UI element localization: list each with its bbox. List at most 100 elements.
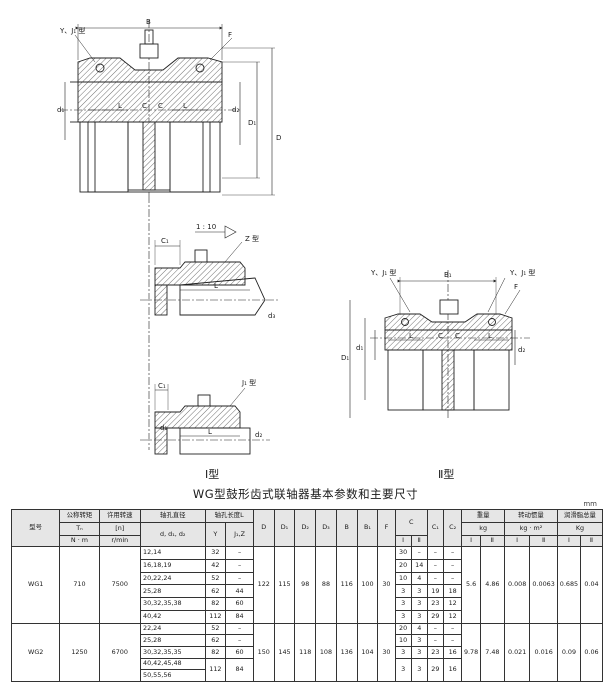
header-torque: 公称转矩 xyxy=(59,509,100,523)
cell-c-i: 3 xyxy=(394,584,412,599)
cell-speed: 6700 xyxy=(98,622,142,682)
header-d2: D₂ xyxy=(294,509,317,547)
cell-c-ii: 3 xyxy=(410,584,428,599)
taper-label: 1 : 10 xyxy=(196,223,216,231)
cell-len-jz: – xyxy=(225,622,254,636)
cell-c1: – xyxy=(426,558,444,573)
cell-len-jz: – xyxy=(225,634,254,647)
z-type-label: Z 型 xyxy=(245,234,259,243)
table-row: 30,32,35,38 82 60 3 3 23 12 xyxy=(12,597,603,611)
cell-len-y: 82 xyxy=(204,597,227,611)
cell-c1: 29 xyxy=(426,609,444,624)
header-inertia-unit: kg · m² xyxy=(503,522,558,536)
header-b: B xyxy=(335,509,358,547)
cell-c-i: 3 xyxy=(394,609,412,624)
cell-len-y: 52 xyxy=(204,571,227,586)
header-c1: C₁ xyxy=(426,509,444,547)
table-row: 16,18,19 42 – 20 14 – – xyxy=(12,558,603,573)
spec-table: 型号 公称转矩 许用转速 轴孔直径 轴孔长度L D D₁ D₂ D₃ B B₁ … xyxy=(10,509,604,682)
header-grease-ii: Ⅱ xyxy=(579,535,604,547)
header-len-j: J₁,Z xyxy=(225,522,254,547)
y-j1-label-ii-right: Y、J₁ 型 xyxy=(509,268,535,277)
cell-c-i: 3 xyxy=(394,645,412,659)
cell-len-jz: 60 xyxy=(225,645,254,659)
header-grease: 润滑脂总量 xyxy=(556,509,604,523)
table-row: 50,55,56 xyxy=(12,669,603,682)
y-j1-label: Y、J₁ 型 xyxy=(59,26,85,35)
cell-bore: 22,24 xyxy=(140,622,206,636)
cell-bore: 40,42,45,48 xyxy=(140,657,206,671)
cell-grease-ii: 0.04 xyxy=(579,546,604,624)
cell-c1: 19 xyxy=(426,584,444,599)
cell-grease-i: 0.09 xyxy=(556,622,581,682)
fig-ii-caption: Ⅱ型 xyxy=(438,467,454,481)
dim-d1-label-ii: D₁ xyxy=(341,354,349,362)
cell-len-y: 52 xyxy=(204,622,227,636)
cell-inertia-i: 0.008 xyxy=(503,546,531,624)
cell-c2: – xyxy=(442,546,463,560)
cell-c-ii: 4 xyxy=(410,571,428,586)
cell-len-y: 82 xyxy=(204,645,227,659)
cell-speed: 7500 xyxy=(98,546,142,624)
table-row: 30,32,35,35 82 60 3 3 23 16 xyxy=(12,645,603,659)
dim-d2-label-j1: d₂ xyxy=(255,431,262,439)
dim-f-label: F xyxy=(228,31,232,39)
header-weight-unit: kg xyxy=(461,522,505,536)
y-j1-label-ii: Y、J₁ 型 xyxy=(370,268,396,277)
header-len-y: Y xyxy=(204,522,227,547)
cell-inertia-ii: 0.0063 xyxy=(529,546,558,624)
cell-len-y: 42 xyxy=(204,558,227,573)
unit-label: mm xyxy=(583,500,597,508)
cell-bore: 25,28 xyxy=(140,584,206,599)
cell-grease-i: 0.685 xyxy=(556,546,581,624)
cell-c1: – xyxy=(426,622,444,636)
type-ii-labels: Y、J₁ 型 Y、J₁ 型 B₁ F L C C L D₁ d₁ d₂ xyxy=(341,268,535,362)
cell-d: 150 xyxy=(252,622,275,682)
cell-b1: 104 xyxy=(356,622,379,682)
header-speed-sym: [n] xyxy=(98,522,142,536)
cell-c-i: 3 xyxy=(394,657,412,682)
cell-d: 122 xyxy=(252,546,275,624)
cell-d1: 145 xyxy=(273,622,296,682)
dim-l-label: L xyxy=(118,102,122,110)
cell-c-i: 30 xyxy=(394,546,412,560)
header-model: 型号 xyxy=(10,509,61,547)
cell-b: 136 xyxy=(335,622,358,682)
table-row: 25,28 62 – 10 3 – – xyxy=(12,634,603,647)
header-bore-sym: d, d₁, d₂ xyxy=(140,522,206,547)
cell-c-i: 10 xyxy=(394,571,412,586)
header-inertia-i: Ⅰ xyxy=(503,535,531,547)
dim-b1-label: B₁ xyxy=(444,271,452,279)
cell-c2: 16 xyxy=(442,657,463,682)
type-ii-view xyxy=(349,270,530,420)
dim-small-d1-label-ii: d₁ xyxy=(356,344,363,352)
dim-d2-label-ii: d₂ xyxy=(518,346,525,354)
cell-torque: 710 xyxy=(59,546,100,624)
cell-c2: 16 xyxy=(442,645,463,659)
dim-d1-label: D₁ xyxy=(248,119,256,127)
cell-c-ii: 3 xyxy=(410,634,428,647)
header-speed-unit: r/min xyxy=(98,535,142,547)
table-row: WG2 1250 6700 22,24 52 – 150 145 118 108… xyxy=(10,622,604,682)
cell-c-ii: 3 xyxy=(410,645,428,659)
table-row: WG1 710 7500 12,14 32 – 122 115 98 88 11… xyxy=(10,546,604,624)
cell-f: 30 xyxy=(377,546,396,624)
header-d1: D₁ xyxy=(273,509,296,547)
cell-len-jz: – xyxy=(225,546,254,560)
cell-b: 116 xyxy=(335,546,358,624)
cell-c-ii: 3 xyxy=(410,597,428,611)
cell-len-y: 62 xyxy=(204,584,227,599)
cell-c2: 12 xyxy=(442,609,463,624)
header-c-i: Ⅰ xyxy=(394,535,412,547)
cell-len-jz: 84 xyxy=(225,657,254,682)
header-c-ii: Ⅱ xyxy=(410,535,428,547)
cell-bore: 50,55,56 xyxy=(140,669,206,682)
header-c: C xyxy=(394,509,428,536)
cell-len-jz: 44 xyxy=(225,584,254,599)
j1-type-labels: J₁ 型 C₁ L d₂ d₁ xyxy=(158,378,262,439)
dim-c-label-ii: C xyxy=(438,332,443,340)
dim-d3-label: d₃ xyxy=(268,312,275,320)
j1-type-label: J₁ 型 xyxy=(241,378,256,387)
cell-model: WG1 xyxy=(10,546,61,624)
header-weight: 重量 xyxy=(461,509,505,523)
